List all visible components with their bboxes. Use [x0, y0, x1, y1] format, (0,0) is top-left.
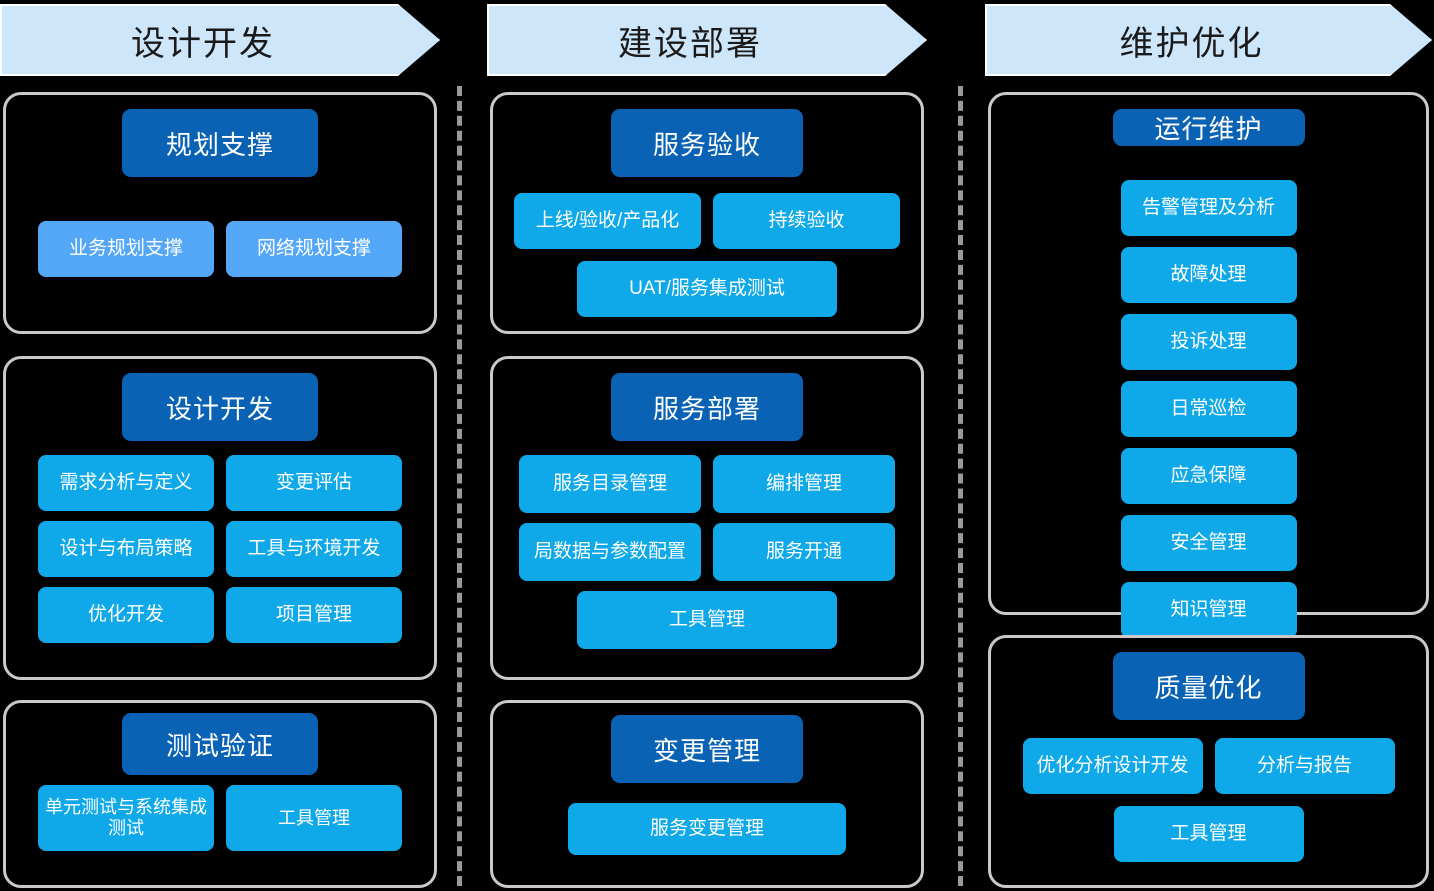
item-chip[interactable]: 上线/验收/产品化: [514, 193, 701, 249]
phase-column-maintenance-optimization: 维护优化 运行维护 告警管理及分析 故障处理 投诉处理 日常巡检 应急保障 安全…: [985, 0, 1432, 891]
group-card-quality-optimization: 质量优化 优化分析设计开发 分析与报告 工具管理: [988, 635, 1429, 888]
group-title-test-verification: 测试验证: [122, 713, 318, 775]
group-title-service-deployment: 服务部署: [611, 373, 803, 441]
item-chip[interactable]: 日常巡检: [1120, 381, 1297, 437]
item-chip[interactable]: 优化开发: [38, 587, 214, 643]
item-chip[interactable]: 故障处理: [1120, 247, 1297, 303]
group-card-operations-maintenance: 运行维护 告警管理及分析 故障处理 投诉处理 日常巡检 应急保障 安全管理 知识…: [988, 92, 1429, 772]
item-chip[interactable]: 持续验收: [713, 193, 900, 249]
item-chip[interactable]: 服务开通: [713, 523, 895, 581]
phase-column-build-deploy: 建设部署 服务验收 上线/验收/产品化 持续验收 UAT/服务集成测试 服务部署…: [487, 0, 927, 891]
item-chip[interactable]: 业务规划支撑: [38, 221, 214, 277]
group-card-service-acceptance: 服务验收 上线/验收/产品化 持续验收 UAT/服务集成测试: [490, 92, 924, 334]
item-chip[interactable]: 服务目录管理: [519, 455, 701, 513]
group-items-test-verification: 单元测试与系统集成 测试 工具管理: [6, 785, 434, 851]
group-items-quality-optimization: 优化分析设计开发 分析与报告 工具管理: [991, 738, 1426, 862]
item-chip[interactable]: 工具管理: [1113, 806, 1304, 862]
group-items-service-deployment: 服务目录管理 编排管理 局数据与参数配置 服务开通 工具管理: [493, 455, 921, 649]
item-chip[interactable]: 知识管理: [1120, 582, 1297, 638]
item-chip[interactable]: 投诉处理: [1120, 314, 1297, 370]
item-chip[interactable]: 工具与环境开发: [226, 521, 402, 577]
item-chip[interactable]: 局数据与参数配置: [519, 523, 701, 581]
item-chip[interactable]: 服务变更管理: [568, 803, 846, 855]
group-title-planning-support: 规划支撑: [122, 109, 318, 177]
group-items-planning-support: 业务规划支撑 网络规划支撑: [6, 221, 434, 277]
item-chip[interactable]: 变更评估: [226, 455, 402, 511]
item-chip[interactable]: 工具管理: [226, 785, 402, 851]
column-divider-dashed: [457, 86, 462, 886]
phase-header-arrow-0: 设计开发: [0, 4, 440, 76]
phase-header-arrow-1: 建设部署: [487, 4, 927, 76]
group-title-change-management: 变更管理: [611, 715, 803, 783]
item-chip[interactable]: 安全管理: [1120, 515, 1297, 571]
group-card-design-development: 设计开发 需求分析与定义 变更评估 设计与布局策略 工具与环境开发 优化开发 项…: [3, 356, 437, 680]
group-card-planning-support: 规划支撑 业务规划支撑 网络规划支撑: [3, 92, 437, 334]
phase-title-2: 维护优化: [1119, 24, 1264, 63]
group-items-change-management: 服务变更管理: [493, 803, 921, 855]
group-card-change-management: 变更管理 服务变更管理: [490, 700, 924, 888]
item-chip[interactable]: 网络规划支撑: [226, 221, 402, 277]
group-items-design-development: 需求分析与定义 变更评估 设计与布局策略 工具与环境开发 优化开发 项目管理: [6, 455, 434, 643]
item-chip[interactable]: 分析与报告: [1214, 738, 1395, 794]
group-title-service-acceptance: 服务验收: [611, 109, 803, 177]
phase-header-arrow-2: 维护优化: [985, 4, 1432, 76]
group-card-test-verification: 测试验证 单元测试与系统集成 测试 工具管理: [3, 700, 437, 888]
group-title-design-development: 设计开发: [122, 373, 318, 441]
item-chip[interactable]: 设计与布局策略: [38, 521, 214, 577]
item-chip[interactable]: 项目管理: [226, 587, 402, 643]
group-title-operations-maintenance: 运行维护: [1112, 109, 1305, 146]
phase-title-1: 建设部署: [618, 24, 762, 63]
phase-title-0: 设计开发: [131, 24, 275, 63]
item-chip[interactable]: 告警管理及分析: [1120, 180, 1297, 236]
item-chip[interactable]: 编排管理: [713, 455, 895, 513]
item-chip[interactable]: 应急保障: [1120, 448, 1297, 504]
group-items-service-acceptance: 上线/验收/产品化 持续验收 UAT/服务集成测试: [493, 193, 921, 317]
item-chip[interactable]: 需求分析与定义: [38, 455, 214, 511]
item-chip[interactable]: 单元测试与系统集成 测试: [38, 785, 214, 851]
group-card-service-deployment: 服务部署 服务目录管理 编排管理 局数据与参数配置 服务开通 工具管理: [490, 356, 924, 680]
item-chip[interactable]: 工具管理: [577, 591, 837, 649]
phase-column-design-development: 设计开发 规划支撑 业务规划支撑 网络规划支撑 设计开发 需求分析与定义 变更评…: [0, 0, 440, 891]
column-divider-dashed: [958, 86, 963, 886]
item-chip[interactable]: UAT/服务集成测试: [577, 261, 837, 317]
group-title-quality-optimization: 质量优化: [1112, 652, 1305, 720]
item-chip[interactable]: 优化分析设计开发: [1022, 738, 1203, 794]
